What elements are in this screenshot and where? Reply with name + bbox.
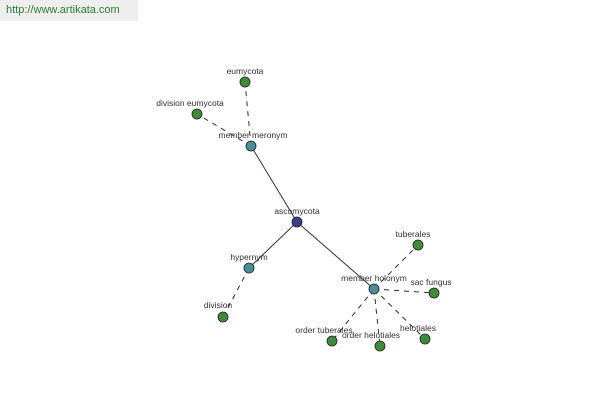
node-dot-order-helotiales[interactable] bbox=[374, 340, 386, 352]
node-label-division-eumycota[interactable]: division eumycota bbox=[156, 98, 224, 108]
node-tuberales[interactable]: tuberales bbox=[396, 229, 431, 251]
node-sac-fungus[interactable]: sac fungus bbox=[410, 277, 452, 299]
node-dot-hypernym[interactable] bbox=[243, 262, 255, 274]
nodes-layer: ascomycota member meronym hypernym member h… bbox=[156, 66, 452, 352]
node-member-meronym[interactable]: member meronym bbox=[219, 130, 288, 152]
node-label-ascomycota[interactable]: ascomycota bbox=[274, 206, 320, 216]
node-dot-order-tuberales[interactable] bbox=[326, 335, 338, 347]
edges-layer bbox=[196, 81, 435, 347]
node-label-hypernym[interactable]: hypernym bbox=[230, 252, 267, 262]
node-dot-tuberales[interactable] bbox=[412, 239, 424, 251]
edge-member-meronym-to-eumycota bbox=[244, 81, 252, 147]
node-dot-member-meronym[interactable] bbox=[245, 140, 257, 152]
node-division[interactable]: division bbox=[204, 300, 233, 323]
node-dot-division-eumycota[interactable] bbox=[191, 108, 203, 120]
node-label-eumycota[interactable]: eumycota bbox=[227, 66, 264, 76]
node-label-division[interactable]: division bbox=[204, 300, 233, 310]
edge-ascomycota-to-member-meronym bbox=[250, 145, 298, 223]
edge-member-holonym-to-sac-fungus bbox=[373, 288, 435, 294]
artikata-link[interactable]: http://www.artikata.com bbox=[6, 4, 120, 16]
edge-member-meronym-to-division-eumycota bbox=[196, 113, 252, 147]
node-hypernym[interactable]: hypernym bbox=[230, 252, 268, 274]
node-dot-helotiales[interactable] bbox=[419, 333, 431, 345]
node-helotiales[interactable]: helotiales bbox=[400, 323, 436, 345]
node-dot-division[interactable] bbox=[217, 311, 229, 323]
url-banner: http://www.artikata.com bbox=[0, 0, 138, 21]
node-order-tuberales[interactable]: order tuberales bbox=[295, 325, 353, 347]
node-dot-ascomycota[interactable] bbox=[291, 216, 303, 228]
node-label-helotiales[interactable]: helotiales bbox=[400, 323, 436, 333]
node-division-eumycota[interactable]: division eumycota bbox=[156, 98, 224, 120]
node-label-member-holonym[interactable]: member holonym bbox=[341, 273, 407, 283]
node-dot-member-holonym[interactable] bbox=[368, 283, 380, 295]
node-label-order-helotiales[interactable]: order helotiales bbox=[342, 330, 400, 340]
node-label-sac-fungus[interactable]: sac fungus bbox=[410, 277, 451, 287]
edge-member-holonym-to-tuberales bbox=[373, 244, 419, 290]
node-ascomycota[interactable]: ascomycota bbox=[274, 206, 320, 228]
node-label-tuberales[interactable]: tuberales bbox=[396, 229, 431, 239]
node-label-member-meronym[interactable]: member meronym bbox=[219, 130, 288, 140]
edge-member-holonym-to-helotiales bbox=[373, 288, 426, 340]
node-label-order-tuberales[interactable]: order tuberales bbox=[295, 325, 352, 335]
node-eumycota[interactable]: eumycota bbox=[227, 66, 264, 88]
node-dot-eumycota[interactable] bbox=[239, 76, 251, 88]
edge-ascomycota-to-member-holonym bbox=[296, 221, 375, 290]
node-member-holonym[interactable]: member holonym bbox=[341, 273, 407, 295]
node-dot-sac-fungus[interactable] bbox=[428, 287, 440, 299]
edge-member-holonym-to-order-tuberales bbox=[331, 288, 375, 342]
edge-ascomycota-to-hypernym bbox=[248, 221, 298, 269]
node-order-helotiales[interactable]: order helotiales bbox=[342, 330, 400, 352]
